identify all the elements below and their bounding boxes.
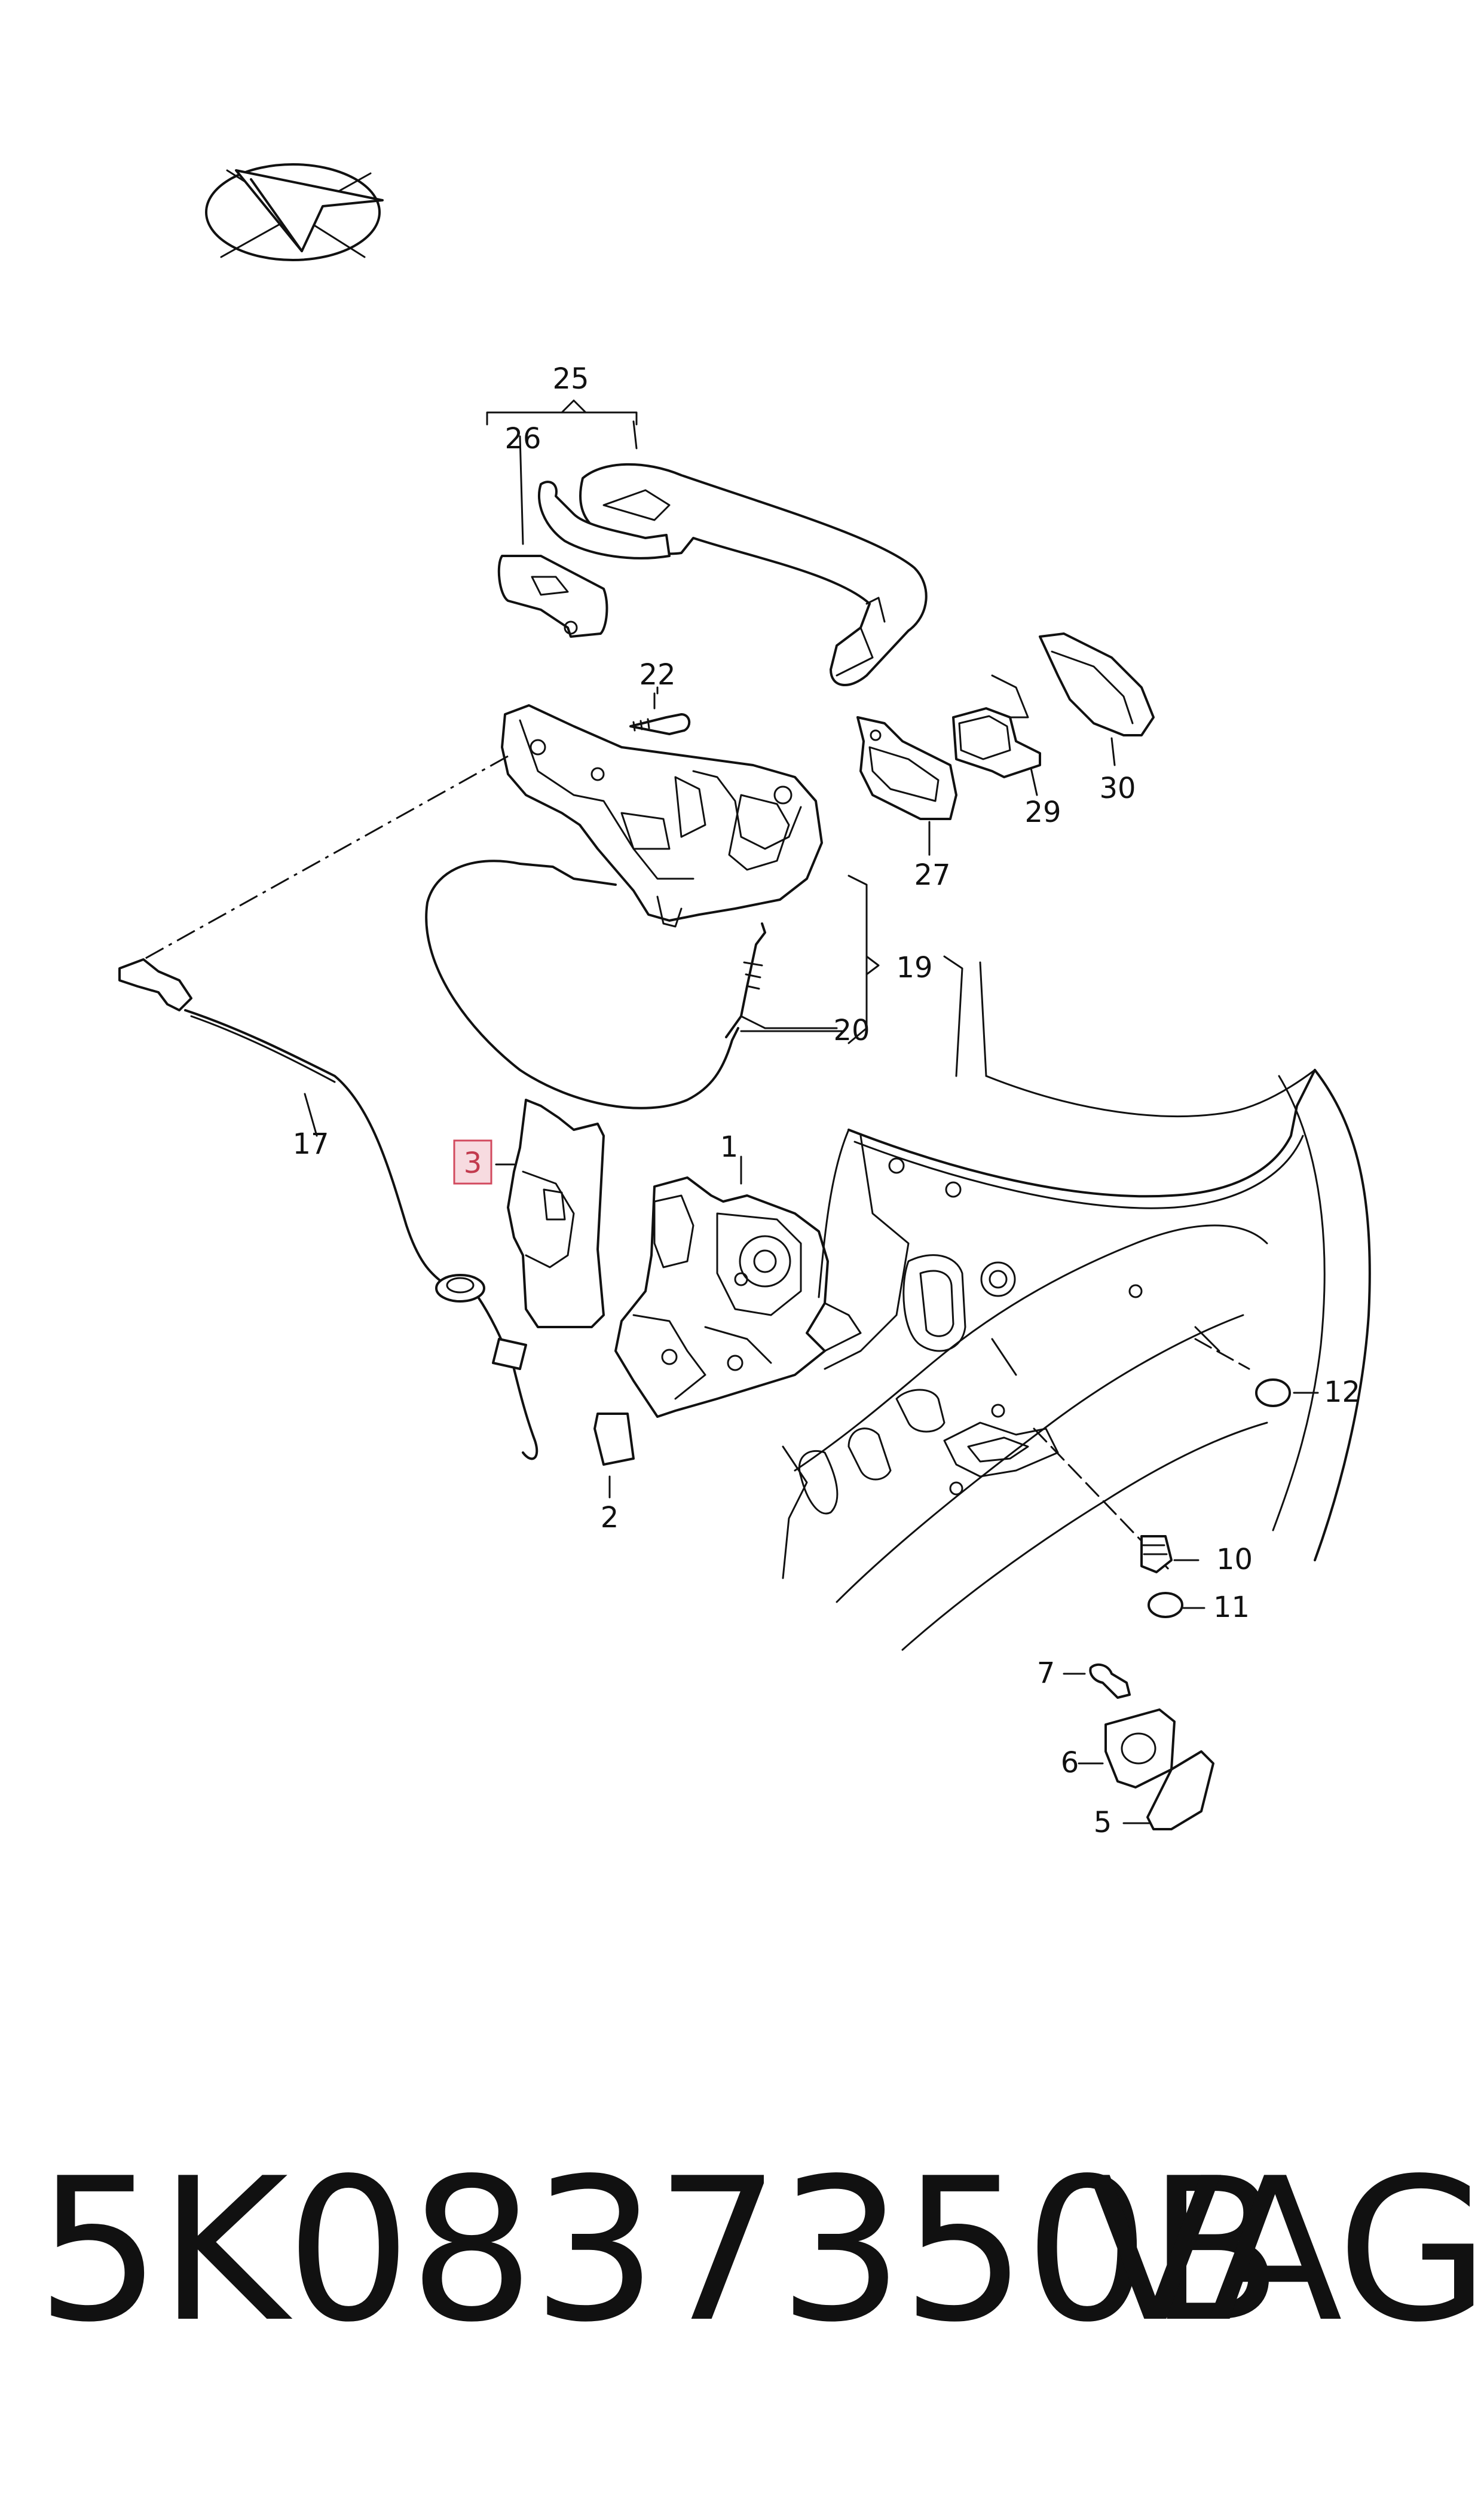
highlight-box xyxy=(453,1139,492,1185)
lock-cover-3 xyxy=(495,1099,605,1328)
label-17: 17 xyxy=(292,1127,329,1161)
handle-carrier xyxy=(501,704,823,928)
washer-11 xyxy=(1148,1592,1205,1618)
screw-7 xyxy=(1063,1663,1131,1699)
label-29: 29 xyxy=(1024,796,1061,829)
door-lock-1 xyxy=(614,1155,862,1418)
plug-12 xyxy=(1255,1378,1319,1407)
label-7: 7 xyxy=(1037,1656,1055,1690)
door-shell xyxy=(782,955,1371,1651)
brand-name: VAG xyxy=(1088,2136,1484,2365)
label-19: 19 xyxy=(896,951,932,985)
label-1: 1 xyxy=(720,1130,739,1164)
cap-30 xyxy=(1039,632,1155,766)
insert-29 xyxy=(952,674,1041,796)
label-22: 22 xyxy=(639,658,675,692)
cable-17 xyxy=(118,958,538,1460)
label-30: 30 xyxy=(1099,772,1136,805)
label-2: 2 xyxy=(601,1501,619,1534)
striker-6 xyxy=(1078,1708,1176,1789)
label-26: 26 xyxy=(504,422,541,455)
bolt-10 xyxy=(1140,1535,1200,1573)
label-25: 25 xyxy=(552,362,589,396)
label-27: 27 xyxy=(914,858,950,892)
gasket-27 xyxy=(856,716,957,856)
cable-20 xyxy=(425,860,838,1109)
label-20: 20 xyxy=(833,1014,870,1047)
label-11: 11 xyxy=(1213,1591,1250,1624)
part-number: 5K0837350B xyxy=(36,2136,1283,2365)
parts-diagram: 1 2 3 5 6 7 10 11 12 17 19 20 22 25 26 2… xyxy=(118,163,1371,1839)
label-6: 6 xyxy=(1061,1746,1079,1780)
label-5: 5 xyxy=(1094,1806,1112,1839)
label-12: 12 xyxy=(1324,1375,1360,1409)
view-direction-icon xyxy=(205,163,384,261)
pad-2 xyxy=(593,1413,635,1499)
label-3: 3 xyxy=(464,1147,482,1180)
label-10: 10 xyxy=(1216,1543,1253,1576)
bolt-22 xyxy=(629,692,691,735)
plate-5 xyxy=(1122,1750,1214,1830)
door-handle-assembly xyxy=(486,399,928,686)
